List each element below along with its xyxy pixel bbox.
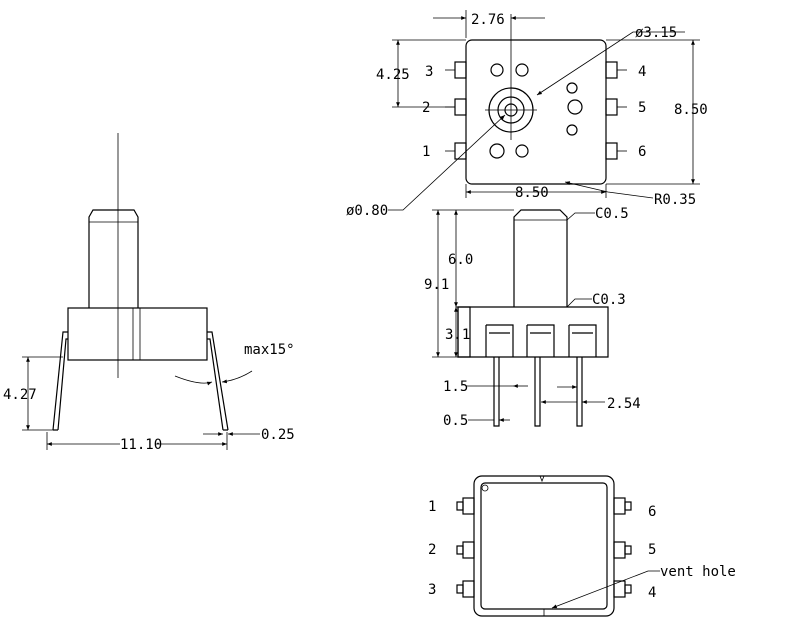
top-dim-top-label: 4.25 <box>376 67 410 83</box>
side-width-label: 11.10 <box>120 437 162 453</box>
vent-hole-label: vent hole <box>660 564 736 580</box>
top-width-label: 8.50 <box>515 185 549 201</box>
bottom-pin-label: 2 <box>428 542 436 558</box>
front-body-label: 3.1 <box>445 327 470 343</box>
front-port <box>513 209 568 307</box>
side-lead-left <box>52 331 68 431</box>
front-lead-w-label: 1.5 <box>443 379 468 395</box>
bottom-pin-label: 6 <box>648 504 656 520</box>
side-height-label: 4.27 <box>3 387 37 403</box>
bottom-pin-label: 5 <box>648 542 656 558</box>
top-holes <box>489 63 583 159</box>
front-view: 9.1 6.0 3.1 C0.5 C0.3 1.5 2.54 0.5 <box>424 206 641 429</box>
top-pin-label: 1 <box>422 144 430 160</box>
top-height-label: 8.50 <box>674 102 708 118</box>
bottom-pin-label: 3 <box>428 582 436 598</box>
top-pin-label: 5 <box>638 100 646 116</box>
top-pin-label: 3 <box>425 64 433 80</box>
top-pin-label: 4 <box>638 64 646 80</box>
top-pin-label: 6 <box>638 144 646 160</box>
side-port <box>88 209 139 308</box>
front-leads <box>485 324 597 427</box>
top-view: 3 2 1 4 5 6 2.76 ø3.15 <box>346 10 708 219</box>
top-pin-label: 2 <box>422 100 430 116</box>
top-body <box>465 39 607 185</box>
top-pins-left <box>445 61 467 160</box>
top-pins-right <box>605 61 627 160</box>
top-port-dia-label: ø3.15 <box>635 25 677 41</box>
bottom-pin-label: 4 <box>648 585 656 601</box>
bottom-pins-right <box>613 497 632 598</box>
front-chamfer-top-label: C0.5 <box>595 206 629 222</box>
bottom-body-outer <box>473 475 615 617</box>
side-body <box>67 307 208 361</box>
bottom-pins-left <box>456 497 475 598</box>
side-view: 4.27 11.10 0.25 max15° <box>3 133 295 453</box>
bottom-pin-label: 1 <box>428 499 436 515</box>
bottom-body-inner <box>480 482 608 610</box>
front-lead-t-label: 0.5 <box>443 413 468 429</box>
top-radius-label: R0.35 <box>654 192 696 208</box>
front-chamfer-mid-label: C0.3 <box>592 292 626 308</box>
front-pitch-label: 2.54 <box>607 396 641 412</box>
front-total-label: 9.1 <box>424 277 449 293</box>
top-port <box>485 14 537 140</box>
side-lead-label: 0.25 <box>261 427 295 443</box>
front-body <box>457 306 609 358</box>
side-lead-right <box>207 331 229 431</box>
bottom-view: 1 2 3 6 5 4 vent hole <box>428 475 736 617</box>
top-hole-dia-label: ø0.80 <box>346 203 388 219</box>
top-offset-label: 2.76 <box>471 12 505 28</box>
side-angle-label: max15° <box>244 342 295 358</box>
front-port-label: 6.0 <box>448 252 473 268</box>
